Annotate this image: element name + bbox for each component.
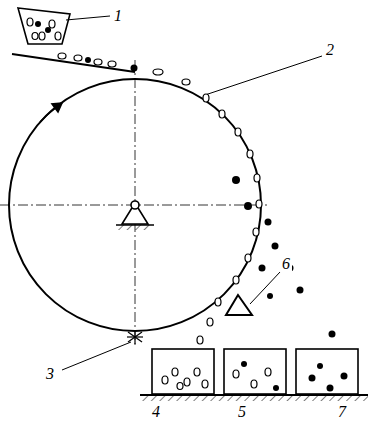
floor [140, 394, 368, 396]
bin [296, 349, 358, 394]
callout-number: 6 [280, 256, 292, 272]
particles-black [35, 21, 348, 392]
callout-number: 1 [112, 8, 124, 24]
axle [131, 201, 139, 209]
leader-line [66, 16, 110, 20]
leader-line [62, 342, 131, 370]
splitter [226, 295, 252, 315]
brush [127, 330, 143, 344]
ground [116, 224, 154, 226]
particles-white [27, 18, 271, 390]
leader-line [250, 272, 280, 304]
chute [12, 54, 135, 72]
leader-line [205, 56, 322, 95]
callout-number: 3 [44, 366, 56, 382]
callout-number: 5 [236, 404, 248, 420]
bin [152, 349, 214, 394]
bin [224, 349, 286, 394]
rotation-arrow [40, 103, 62, 122]
hopper [18, 8, 70, 44]
callout-number: 2 [324, 42, 336, 58]
callout-number: 7 [336, 404, 348, 420]
arrowhead [52, 103, 62, 112]
callout-number: 4 [150, 404, 162, 420]
floor-hatch [140, 395, 368, 401]
